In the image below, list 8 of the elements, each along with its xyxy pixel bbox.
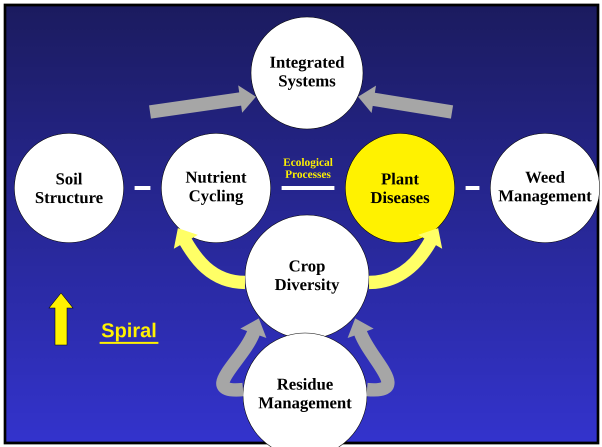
circle-node: Integrated Systems xyxy=(250,16,364,130)
link-text: Spiral xyxy=(102,322,156,342)
circle-node: Nutrient Cycling xyxy=(161,133,271,243)
caption-text: Ecological Processes xyxy=(283,158,333,178)
circle-node: Plant Diseases xyxy=(345,133,455,243)
circle-node: Soil Structure xyxy=(14,133,124,243)
circle-node: Crop Diversity xyxy=(244,214,370,340)
circle-node: Weed Management xyxy=(490,133,600,243)
